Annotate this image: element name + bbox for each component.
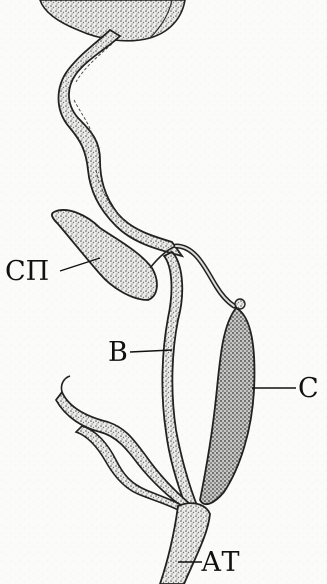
label-at: АТ xyxy=(201,549,239,576)
label-v: В xyxy=(108,339,128,366)
label-c: С xyxy=(298,375,319,402)
label-sp: СП xyxy=(5,258,49,285)
